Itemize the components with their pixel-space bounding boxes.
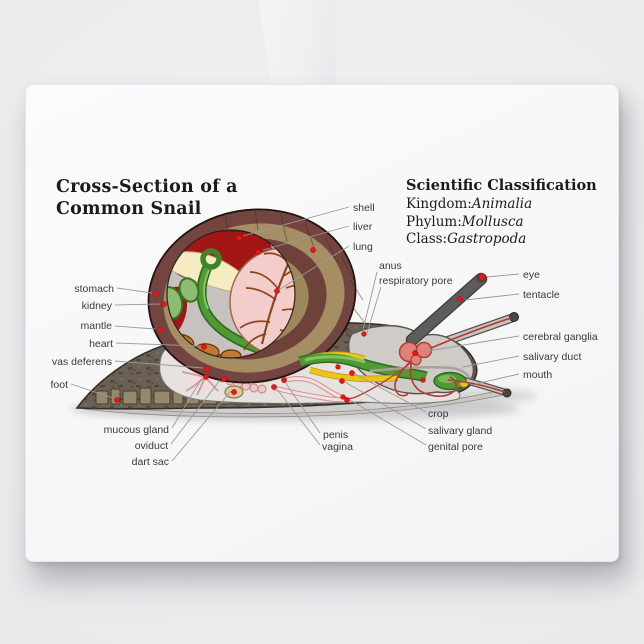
- label-crop: crop: [428, 408, 449, 420]
- label-shell: shell: [353, 202, 375, 214]
- label-foot: foot: [50, 379, 68, 391]
- label-stomach: stomach: [74, 283, 114, 295]
- salivary-duct-strand: [369, 365, 471, 379]
- shell: [147, 208, 365, 384]
- vagina-tube: [273, 385, 349, 403]
- label-mantle: mantle: [80, 320, 112, 332]
- scientific-classification: Scientific Classification Kingdom:Animal…: [406, 177, 597, 249]
- label-salivary-gland: salivary gland: [428, 425, 492, 437]
- kidney-organ: [167, 286, 184, 320]
- label-mouth: mouth: [523, 369, 552, 381]
- label-liver: liver: [353, 221, 373, 233]
- label-anus: anus: [379, 260, 402, 272]
- classification-row-class: Class:Gastropoda: [406, 231, 597, 249]
- label-oviduct: oviduct: [135, 440, 168, 452]
- taxon-name: Animalia: [471, 196, 533, 212]
- easel-back: [258, 0, 336, 88]
- label-cerebral-ganglia: cerebral ganglia: [523, 331, 598, 343]
- cerebral-ganglia-and-nerves: [343, 317, 512, 400]
- label-dart-sac: dart sac: [132, 456, 169, 468]
- crop-and-salivary-gland: [298, 351, 471, 391]
- label-tentacle: tentacle: [523, 289, 560, 301]
- label-penis: penis: [323, 429, 348, 441]
- label-mucous-gland: mucous gland: [104, 424, 170, 436]
- intestine-ring: [200, 248, 222, 270]
- label-respiratory-pore: respiratory pore: [379, 275, 453, 287]
- leader-lines: [70, 206, 520, 462]
- title-line-1: Cross-Section of a: [56, 177, 238, 197]
- tentacle-tip-cap: [509, 312, 519, 322]
- rank-label: Class:: [406, 231, 448, 248]
- eye-dot: [478, 273, 486, 281]
- classification-heading: Scientific Classification: [406, 177, 597, 194]
- tentacle-tip-cap: [502, 388, 512, 398]
- penis-tube: [281, 376, 345, 401]
- taxon-name: Gastropoda: [447, 231, 527, 248]
- rank-label: Phylum:: [406, 213, 462, 230]
- diagram-labels: shell liver lung anus respiratory pore e…: [50, 202, 597, 468]
- label-dots: [114, 235, 486, 403]
- label-kidney: kidney: [82, 300, 113, 312]
- diagram-title: Cross-Section of a Common Snail: [56, 176, 238, 220]
- label-salivary-duct: salivary duct: [523, 351, 581, 363]
- label-vas-deferens: vas deferens: [52, 356, 112, 368]
- rank-label: Kingdom:: [406, 196, 472, 212]
- label-genital-pore: genital pore: [428, 441, 483, 453]
- classification-row-kingdom: Kingdom:Animalia: [406, 196, 597, 214]
- title-line-2: Common Snail: [56, 199, 202, 220]
- label-lung: lung: [353, 241, 373, 253]
- label-heart: heart: [89, 338, 113, 350]
- taxon-name: Mollusca: [461, 213, 524, 230]
- classification-row-phylum: Phylum:Mollusca: [406, 214, 597, 232]
- label-vagina: vagina: [322, 441, 353, 453]
- label-eye: eye: [523, 269, 540, 281]
- kidney-lobe: [178, 277, 200, 303]
